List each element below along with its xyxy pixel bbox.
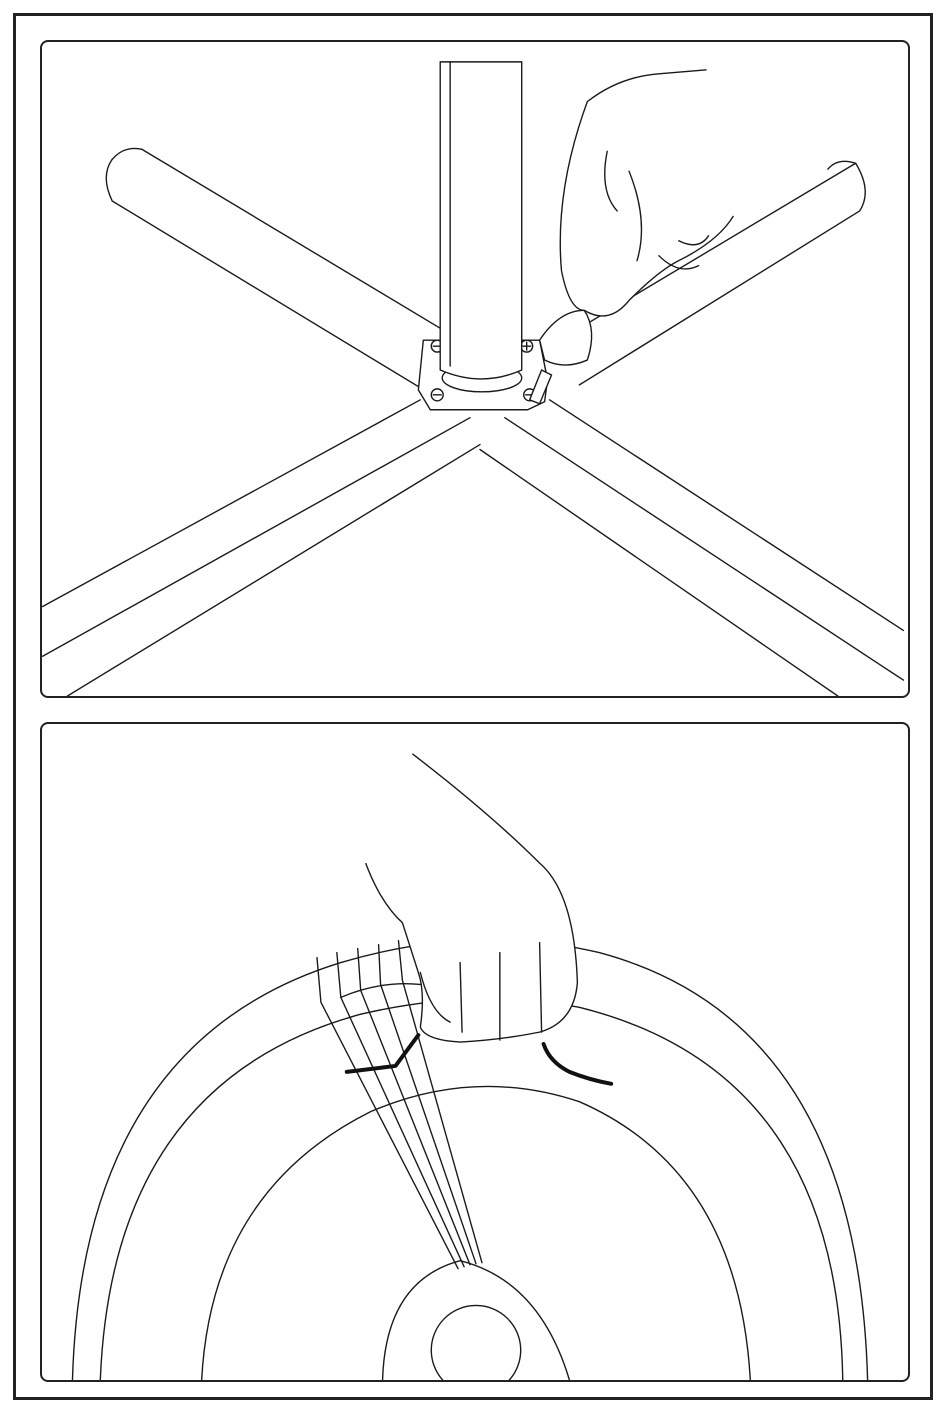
star-base-illustration [42,42,908,696]
step-panel-2 [40,722,910,1382]
screwdriver-and-hand [530,70,734,404]
round-base-illustration [42,724,908,1380]
step-panel-1 [40,40,910,698]
center-post [440,62,522,392]
hand-with-cable-tie [347,754,611,1084]
